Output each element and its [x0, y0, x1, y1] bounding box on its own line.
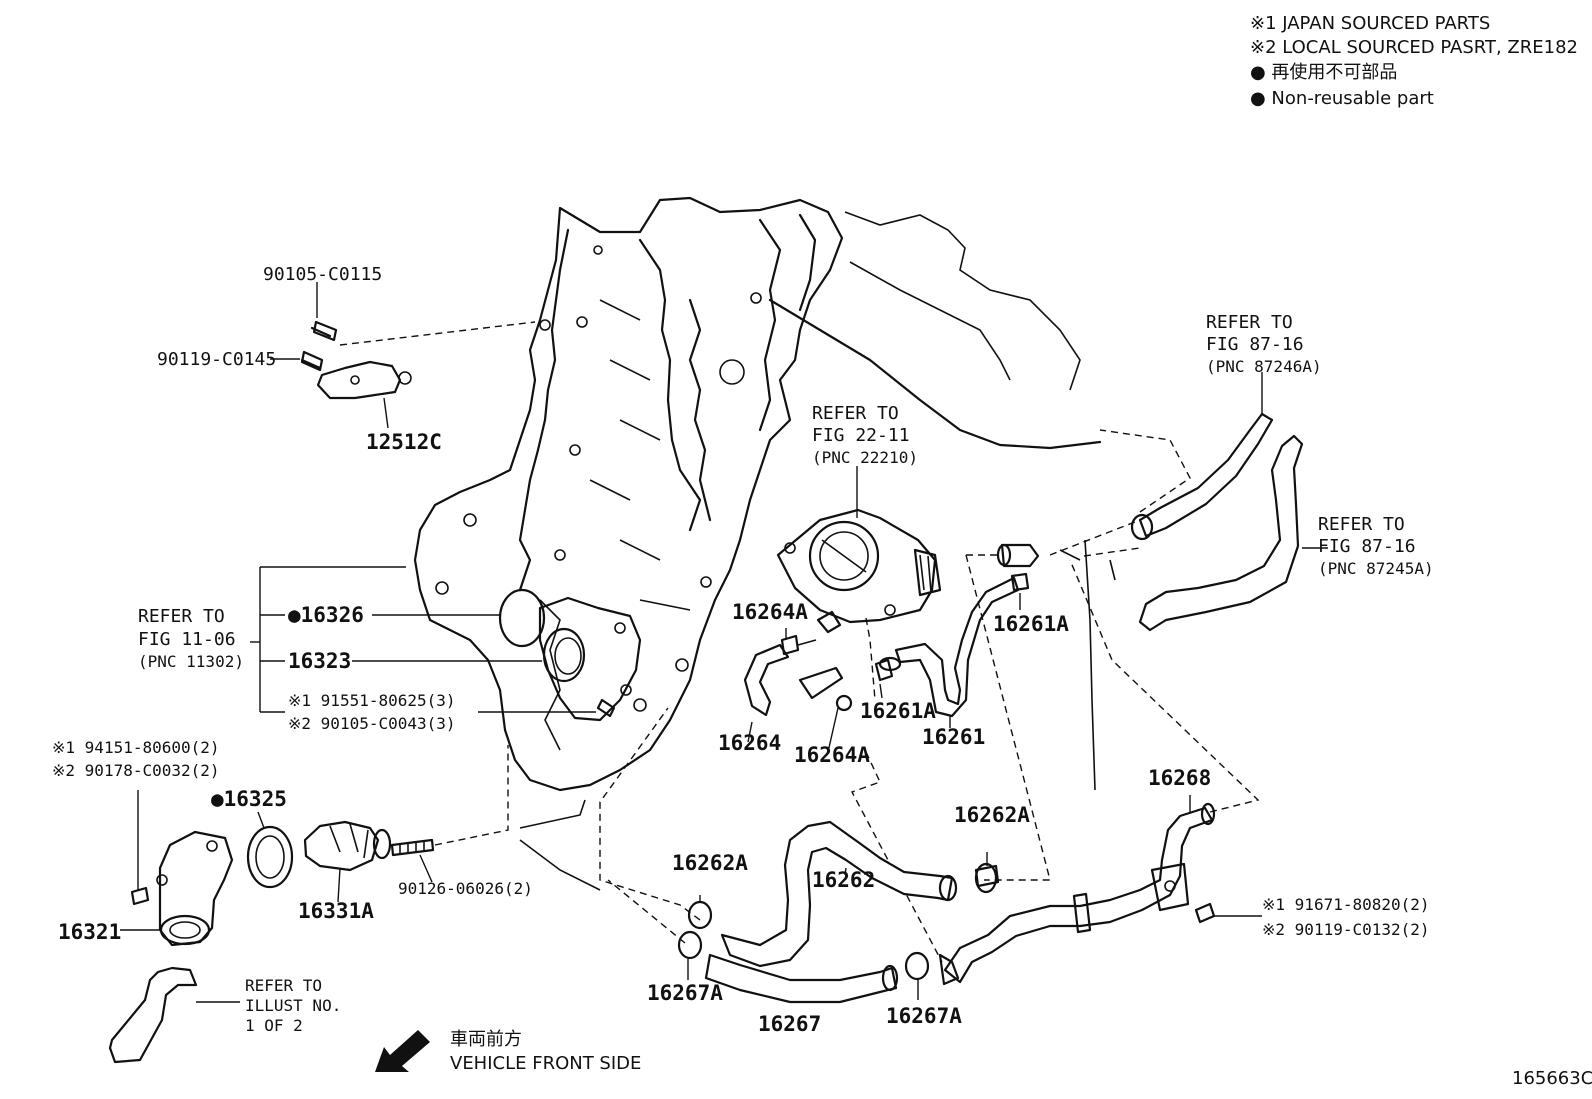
engine-mount-bracket-12512c [270, 282, 536, 429]
label-refer-fig-11-06-line2: FIG 11-06 [138, 629, 236, 650]
label-90178-c0032: ※2 90178-C0032(2) [52, 761, 220, 780]
label-16264a-bottom: 16264A [794, 743, 870, 767]
label-16321: 16321 [58, 920, 121, 944]
label-refer-fig-87-16-top-line3: (PNC 87246A) [1206, 357, 1322, 376]
label-16323: 16323 [288, 649, 351, 673]
legend: ※1 JAPAN SOURCED PARTS ※2 LOCAL SOURCED … [1250, 13, 1578, 109]
label-16262a-left: 16262A [672, 851, 748, 875]
label-16261: 16261 [922, 725, 985, 749]
label-16264a-top: 16264A [732, 600, 808, 624]
water-inlet-housing-16323 [498, 588, 642, 722]
label-16261a-mid: 16261A [860, 699, 936, 723]
label-refer-illust-line2: ILLUST NO. [245, 996, 341, 1015]
label-90105-c0043: ※2 90105-C0043(3) [288, 714, 456, 733]
leader-stud-to-block [434, 745, 509, 846]
label-16262: 16262 [812, 868, 875, 892]
label-refer-fig-11-06-line1: REFER TO [138, 606, 225, 627]
label-16267a-left: 16267A [647, 981, 723, 1005]
label-refer-fig-22-11-line2: FIG 22-11 [812, 425, 910, 446]
throttle-body [776, 508, 942, 634]
clamp-16262a-right [974, 862, 1000, 894]
label-refer-illust-line1: REFER TO [245, 976, 322, 995]
label-refer-fig-87-16-top-line2: FIG 87-16 [1206, 334, 1304, 355]
stud-bolt-90126 [390, 838, 435, 857]
clamp-16264a-top [780, 634, 817, 656]
hose-16262 [720, 820, 958, 968]
cylinder-head-outline [768, 211, 1116, 791]
label-16326: ●16326 [288, 603, 364, 627]
label-refer-fig-87-16-top-line1: REFER TO [1206, 312, 1293, 333]
clamp-16261a-mid [874, 658, 894, 682]
label-vehicle-front-en: VEHICLE FRONT SIDE [450, 1053, 641, 1074]
pipe-stub-top [996, 543, 1040, 568]
right-leader-lines [1049, 519, 1262, 917]
legend-japan-sourced: ※1 JAPAN SOURCED PARTS [1250, 13, 1490, 34]
thermostat-16331a [303, 820, 392, 872]
hose-16261 [878, 576, 1020, 718]
label-90119-c0145: 90119-C0145 [157, 349, 276, 370]
hose-16267 [704, 953, 899, 1004]
label-refer-fig-11-06-line3: (PNC 11302) [138, 652, 244, 671]
radiator-hose [108, 966, 240, 1064]
heater-hose-87246a [1130, 412, 1274, 541]
clamp-16267a-left [677, 930, 703, 960]
label-refer-fig-87-16-mid-line2: FIG 87-16 [1318, 536, 1416, 557]
clamp-16262a-left [687, 900, 713, 930]
label-refer-illust-line3: 1 OF 2 [245, 1016, 303, 1035]
legend-local-sourced: ※2 LOCAL SOURCED PASRT, ZRE182 [1250, 37, 1578, 58]
label-refer-fig-22-11-line3: (PNC 22210) [812, 448, 918, 467]
label-16267: 16267 [758, 1012, 821, 1036]
label-91551-80625: ※1 91551-80625(3) [288, 691, 456, 710]
timing-chain-cover [413, 196, 844, 891]
clamp-16261a-top [1010, 572, 1030, 592]
left-leader-lines [120, 566, 596, 931]
label-refer-fig-87-16-mid-line1: REFER TO [1318, 514, 1405, 535]
label-12512c: 12512C [366, 430, 442, 454]
label-16261a-top: 16261A [993, 612, 1069, 636]
label-94151-80600: ※1 94151-80600(2) [52, 738, 220, 757]
label-16267a-right: 16267A [886, 1004, 962, 1028]
label-16331a: 16331A [298, 899, 374, 923]
label-16268: 16268 [1148, 766, 1211, 790]
label-refer-fig-87-16-mid-line3: (PNC 87245A) [1318, 559, 1434, 578]
water-pipe-16268 [938, 802, 1216, 986]
label-16325: ●16325 [211, 787, 287, 811]
label-16264: 16264 [718, 731, 781, 755]
clamp-16267a-right [904, 951, 930, 981]
front-arrow-icon [375, 1030, 430, 1072]
label-91671-80820: ※1 91671-80820(2) [1262, 895, 1430, 914]
label-90126-06026: 90126-06026(2) [398, 879, 533, 898]
water-outlet-16321 [130, 830, 234, 947]
hose-16264 [743, 643, 844, 717]
upper-right-leader-lines [1099, 372, 1328, 549]
clamp-16264a-bottom [835, 694, 853, 712]
vehicle-front-arrow [375, 1030, 430, 1072]
label-vehicle-front-jp: 車両前方 [450, 1029, 522, 1050]
lower-leader-lines [599, 707, 988, 1000]
label-figure-code: 165663C [1512, 1068, 1592, 1089]
legend-non-reusable-en: ● Non-reusable part [1250, 88, 1434, 109]
part-labels: 90105-C0115 90119-C0145 12512C REFER TO … [52, 264, 1592, 1089]
legend-non-reusable-jp: ● 再使用不可部品 [1250, 62, 1397, 83]
label-16262a-right: 16262A [954, 803, 1030, 827]
heater-hose-87245a [1138, 434, 1304, 632]
dash-throttle-down [865, 617, 876, 701]
label-90119-c0132: ※2 90119-C0132(2) [1262, 920, 1430, 939]
thermostat-gasket-16325 [246, 825, 294, 889]
label-90105-c0115: 90105-C0115 [263, 264, 382, 285]
label-refer-fig-22-11-line1: REFER TO [812, 403, 899, 424]
